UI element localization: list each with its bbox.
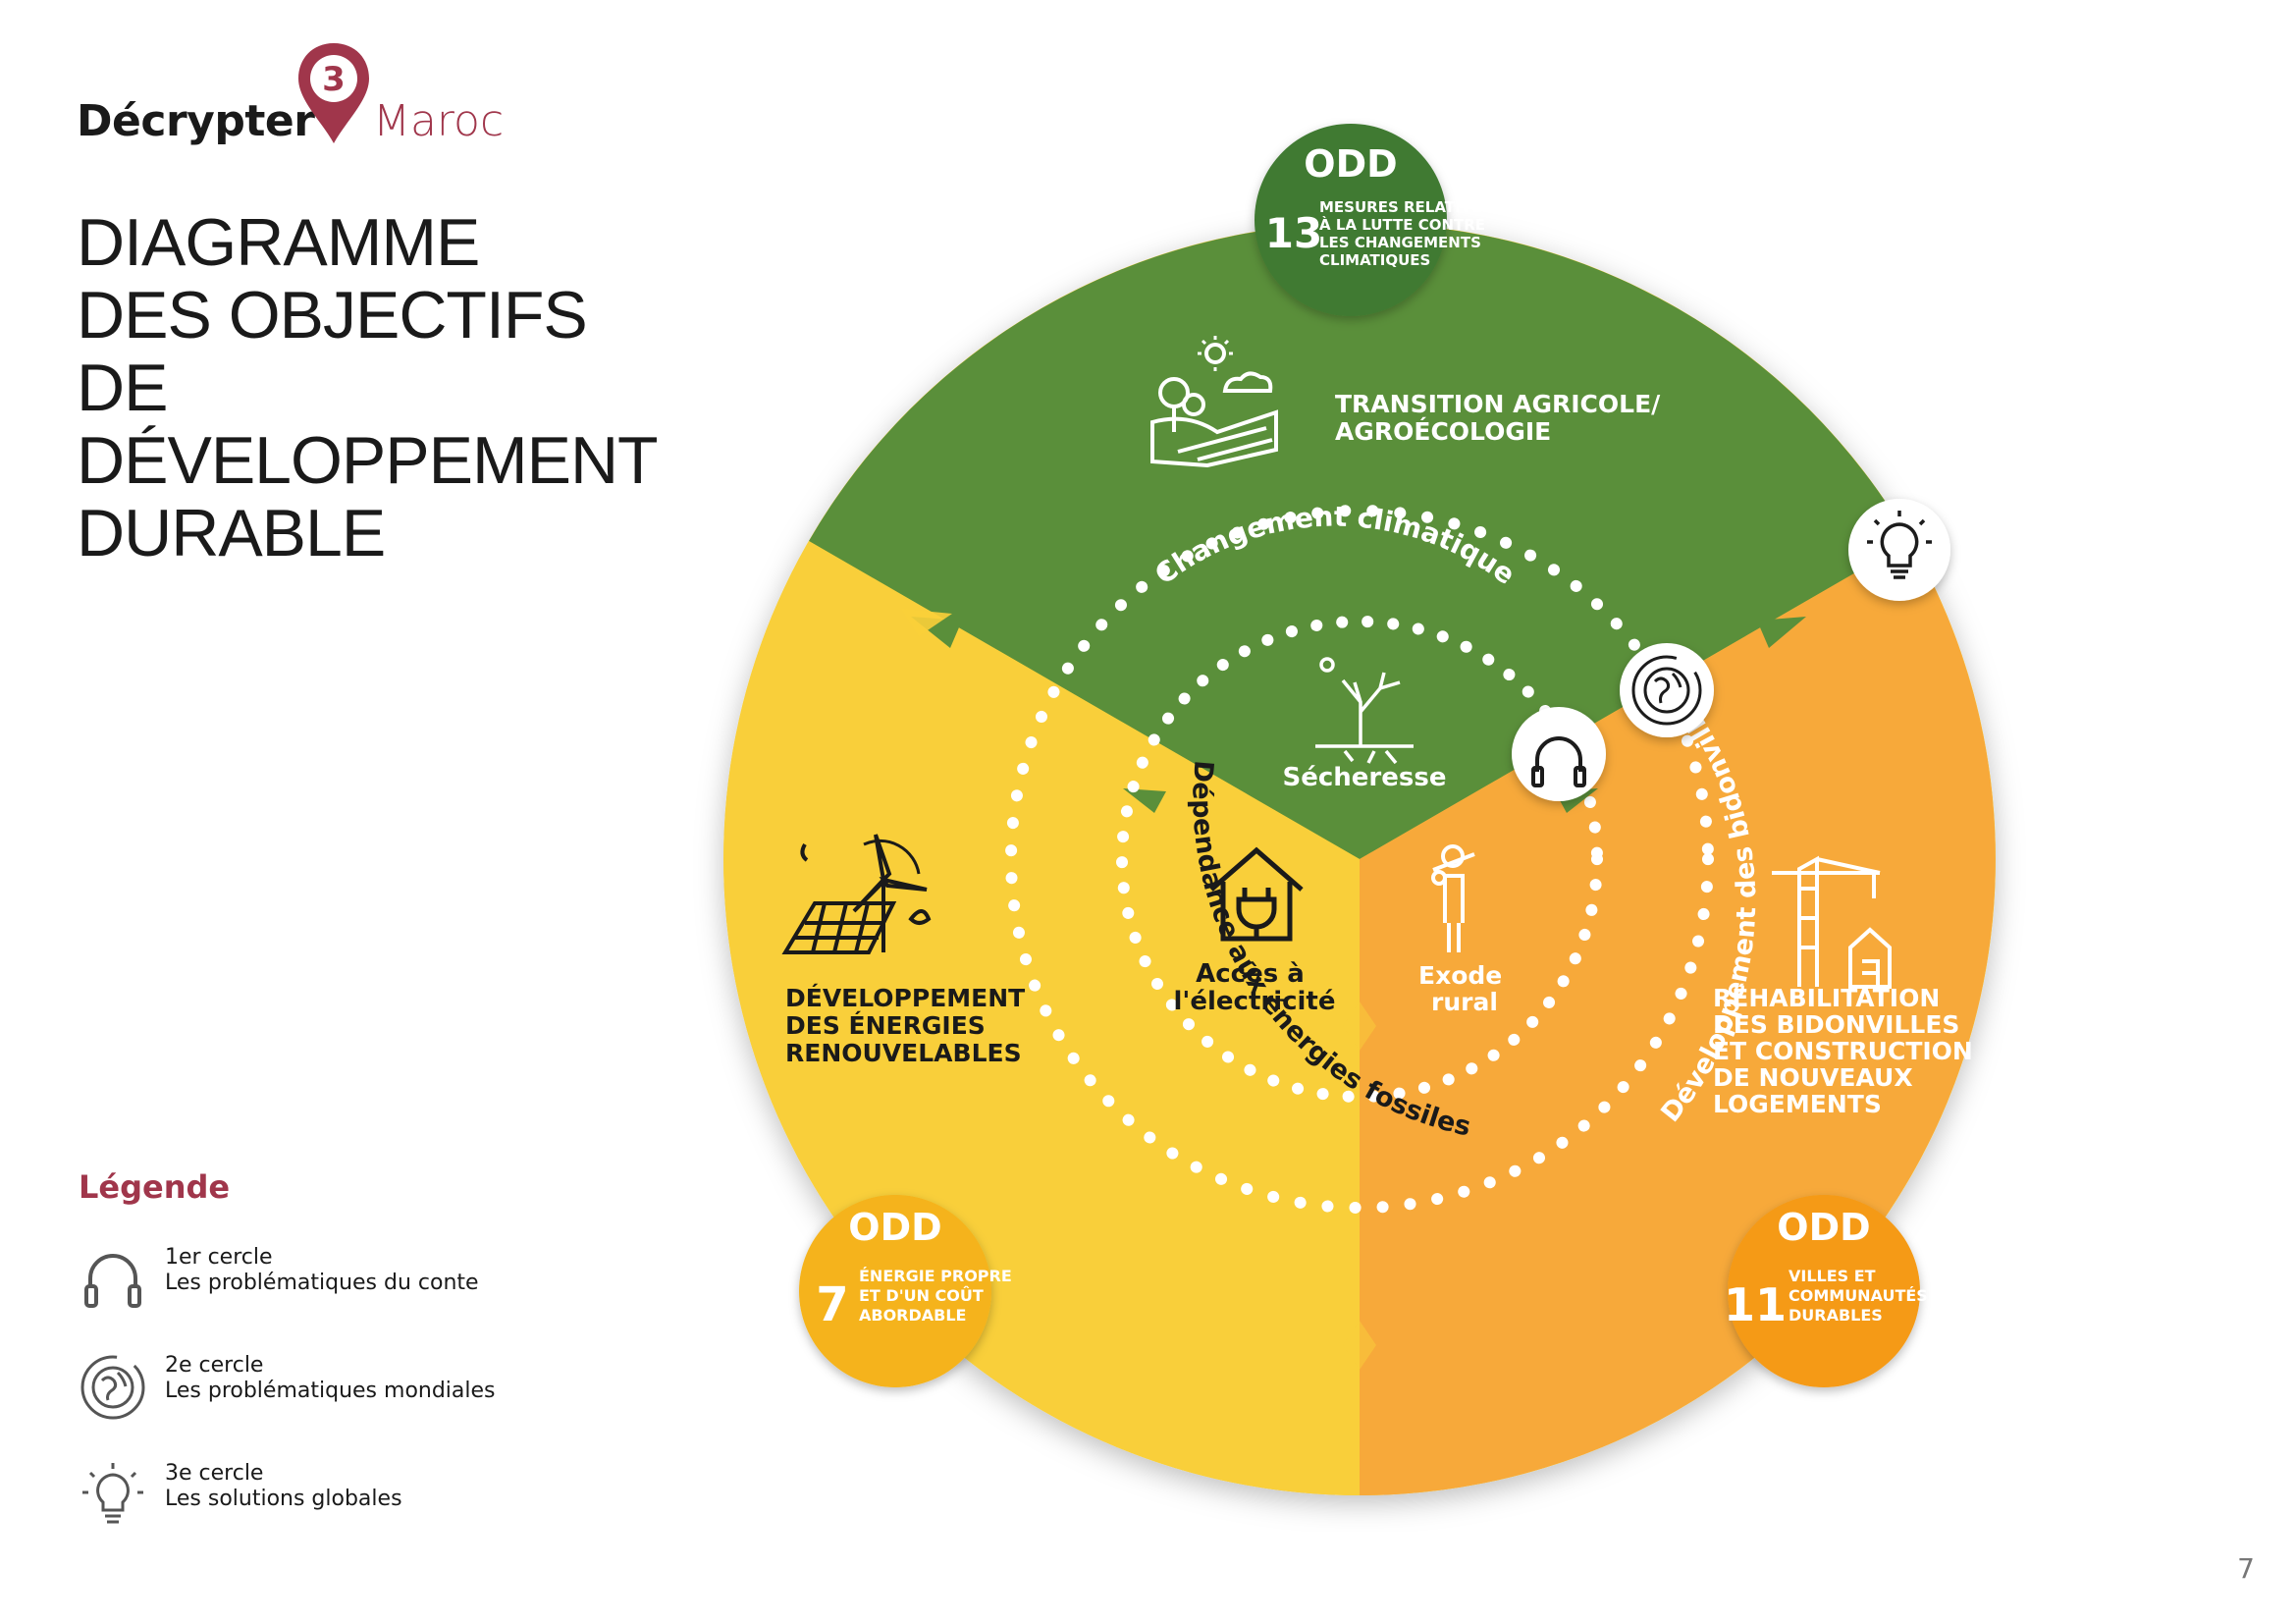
legend-desc: Les problématiques du conte <box>165 1271 479 1295</box>
crane-building-icon <box>1772 855 1892 989</box>
title-line: DÉVELOPPEMENT <box>77 423 659 498</box>
problem-yellow: Accès à l'électricité <box>1173 959 1335 1016</box>
odd-7-text-line: ET D'UN COÛT <box>859 1286 984 1305</box>
odd-11-text-line: DURABLES <box>1789 1306 1883 1325</box>
legend-title: 3e cercle <box>165 1461 264 1486</box>
legend-desc: Les problématiques mondiales <box>165 1379 496 1403</box>
brand-logo: Décrypter 3 Maroc <box>77 39 528 157</box>
odd-7-text: ÉNERGIE PROPRE ET D'UN COÛT ABORDABLE <box>859 1267 1017 1325</box>
odd-13-text-line: MESURES RELATIVES <box>1319 198 1492 216</box>
legend: Légende 1er cercle Les problématiques du… <box>79 1168 589 1569</box>
odd-11-text: VILLES ET COMMUNAUTÉS DURABLES <box>1789 1267 1933 1325</box>
dry-tree-icon <box>1315 657 1414 765</box>
odd-badge-7 <box>799 1195 991 1387</box>
solution-yellow-line: DÉVELOPPEMENT <box>785 984 1025 1012</box>
first-circle-marker <box>1512 707 1606 801</box>
inner-dotted-ring <box>1116 616 1603 1103</box>
odd-7-label: ODD <box>848 1206 941 1249</box>
problem-green: Sécheresse <box>1283 763 1447 792</box>
globe-cycle-icon <box>80 1355 145 1420</box>
odd-13-text-line: CLIMATIQUES <box>1319 251 1430 269</box>
problem-yellow-line: l'électricité <box>1173 987 1335 1016</box>
brand-subtitle: Maroc <box>373 96 505 146</box>
headphones-icon <box>84 1254 141 1308</box>
legend-title: 2e cercle <box>165 1353 264 1378</box>
legend-item-second-circle: 2e cercle Les problématiques mondiales <box>79 1353 589 1461</box>
odd-11-text-line: COMMUNAUTÉS <box>1789 1286 1928 1305</box>
odd-badge-13 <box>1255 124 1447 316</box>
problem-orange-line: Exode <box>1418 961 1502 990</box>
odd-13-text-line: À LA LUTTE CONTRE <box>1319 215 1485 234</box>
house-plug-icon <box>1209 846 1304 942</box>
farm-landscape-icon <box>1150 336 1278 468</box>
legend-desc: Les solutions globales <box>165 1487 402 1511</box>
legend-heading: Légende <box>79 1168 231 1206</box>
title-line: DES OBJECTIFS DE <box>77 278 588 425</box>
solution-orange-line: LOGEMENTS <box>1713 1090 1882 1118</box>
odd-11-label: ODD <box>1777 1206 1870 1249</box>
solution-yellow-line: DES ÉNERGIES <box>785 1011 986 1040</box>
odd-7-text-line: ABORDABLE <box>859 1306 966 1325</box>
problem-orange: Exode rural <box>1418 961 1511 1016</box>
solar-wind-icon <box>781 834 932 954</box>
odd-13-text-line: LES CHANGEMENTS <box>1319 234 1481 251</box>
solution-yellow-line: RENOUVELABLES <box>785 1039 1022 1067</box>
solution-green-line: AGROÉCOLOGIE <box>1335 417 1551 446</box>
page-number: 7 <box>2237 1552 2255 1585</box>
solution-orange-line: DE NOUVEAUX <box>1713 1063 1913 1092</box>
odd-7-text-line: ÉNERGIE PROPRE <box>859 1267 1012 1285</box>
migrant-icon <box>1431 844 1475 952</box>
map-pin-icon: 3 <box>298 43 369 143</box>
legend-title: 1er cercle <box>165 1245 273 1270</box>
brand-number: 3 <box>322 60 346 99</box>
odd-badge-11 <box>1728 1195 1920 1387</box>
solution-green: TRANSITION AGRICOLE/ AGROÉCOLOGIE <box>1335 390 1669 446</box>
third-circle-marker <box>1848 499 1950 601</box>
page-title: DIAGRAMME DES OBJECTIFS DE DÉVELOPPEMENT… <box>77 206 666 569</box>
lightbulb-icon <box>82 1463 143 1524</box>
odd-7-number: 7 <box>816 1277 848 1332</box>
solution-orange: RÉHABILITATION DES BIDONVILLES ET CONSTR… <box>1713 984 1982 1118</box>
outer-dotted-ring <box>1005 505 1714 1214</box>
title-line: DIAGRAMME <box>77 205 480 280</box>
solution-green-line: TRANSITION AGRICOLE/ <box>1335 390 1661 418</box>
legend-item-third-circle: 3e cercle Les solutions globales <box>79 1461 589 1569</box>
sector-green <box>809 223 1910 860</box>
odd-13-label: ODD <box>1304 142 1397 186</box>
title-line: DURABLE <box>77 496 386 570</box>
problem-yellow-line: Accès à <box>1196 959 1305 989</box>
solution-yellow: DÉVELOPPEMENT DES ÉNERGIES RENOUVELABLES <box>785 984 1034 1067</box>
solution-orange-line: DES BIDONVILLES <box>1713 1010 1959 1039</box>
odd-11-text-line: VILLES ET <box>1789 1267 1876 1285</box>
problem-orange-line: rural <box>1431 988 1498 1016</box>
odd-13-number: 13 <box>1265 209 1322 257</box>
legend-item-first-circle: 1er cercle Les problématiques du conte <box>79 1245 589 1353</box>
second-circle-marker <box>1620 643 1714 737</box>
sdg-diagram: Changement climatique Dépendance aux éne… <box>723 124 1996 1495</box>
brand-name: Décrypter <box>77 96 315 146</box>
solution-orange-line: RÉHABILITATION <box>1713 984 1940 1012</box>
solution-orange-line: ET CONSTRUCTION <box>1713 1037 1973 1065</box>
odd-13-text: MESURES RELATIVES À LA LUTTE CONTRE LES … <box>1319 198 1497 269</box>
odd-11-number: 11 <box>1724 1278 1787 1331</box>
